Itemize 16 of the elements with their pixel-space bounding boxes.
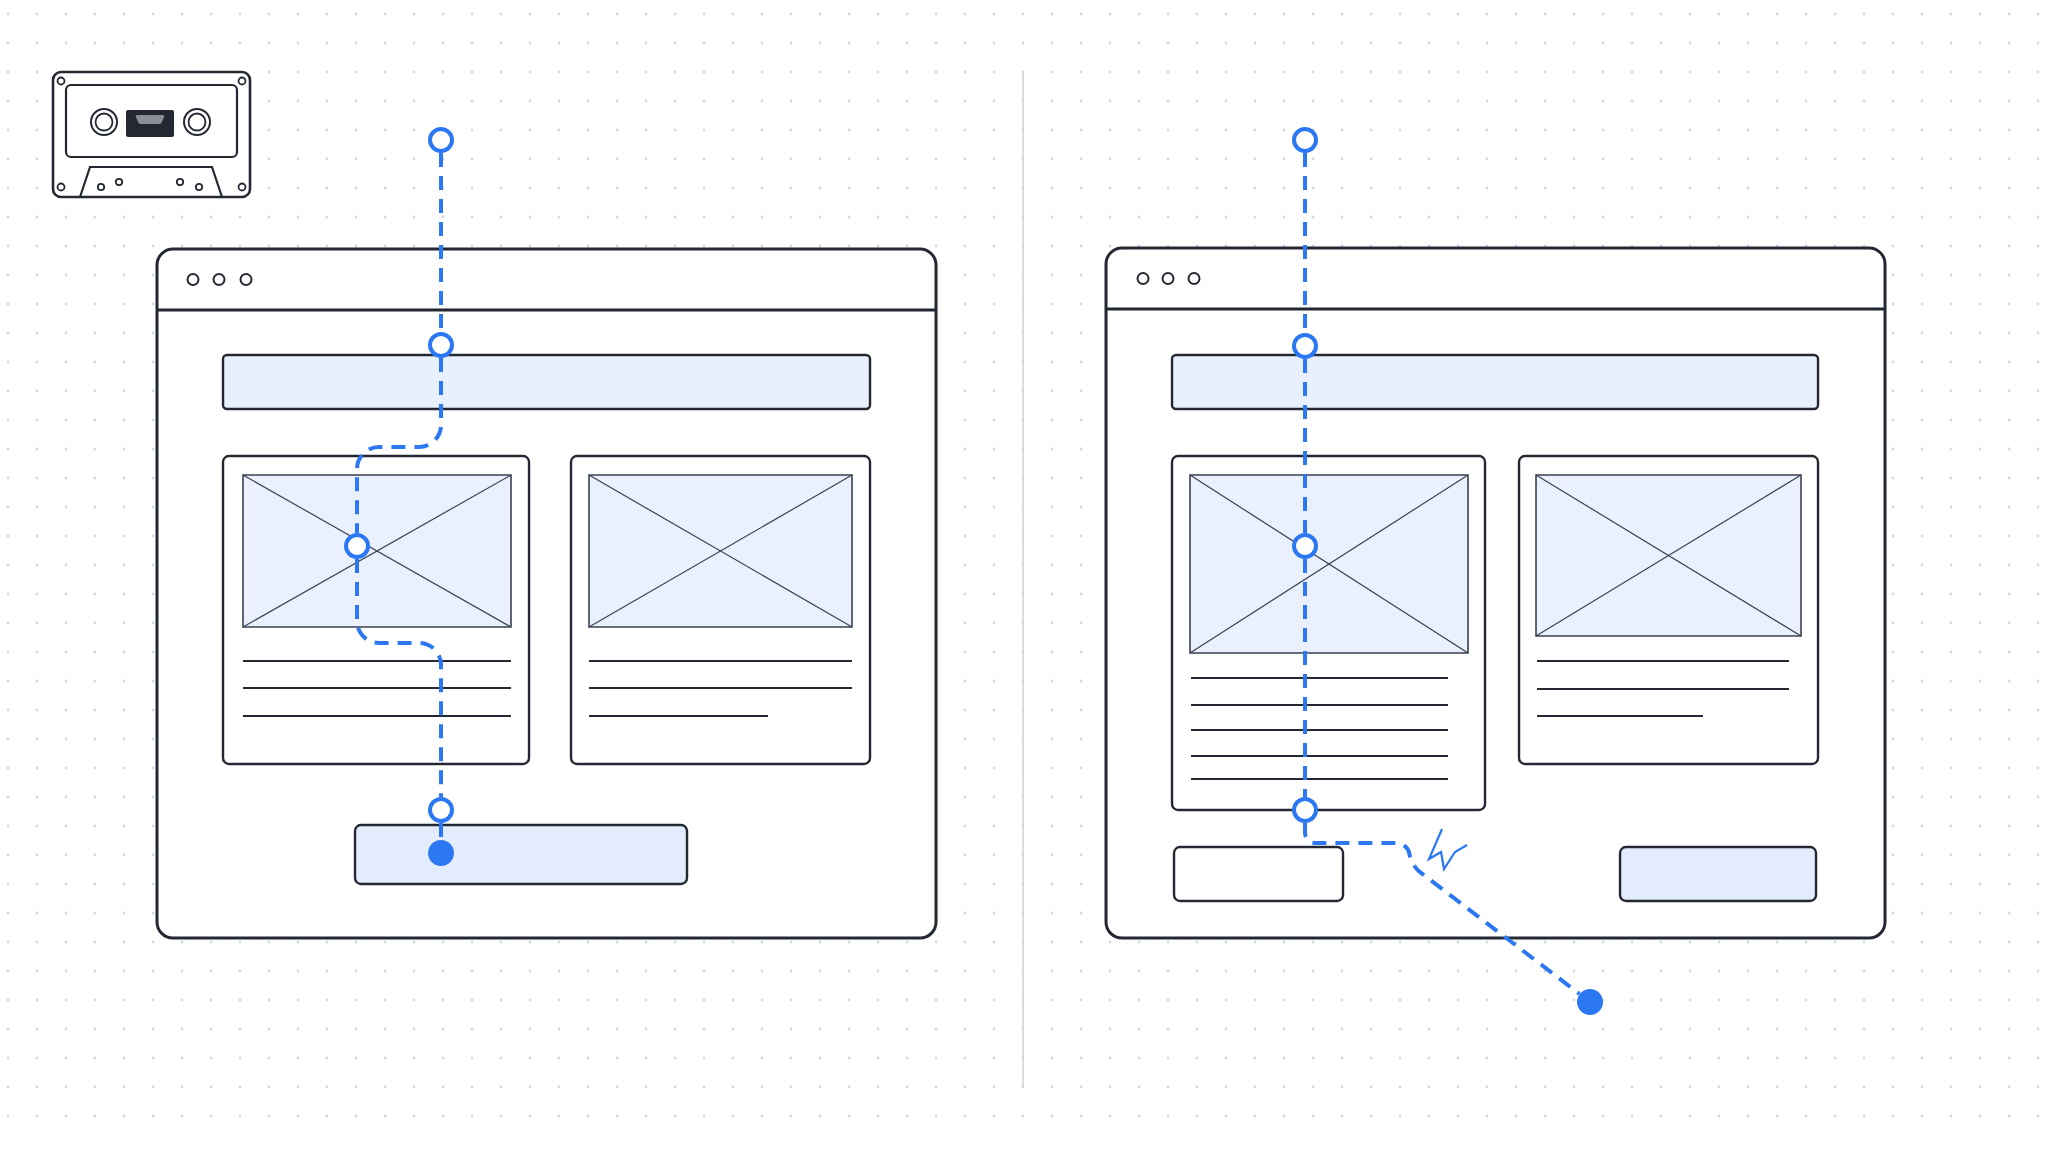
waypoint-circle [1292,333,1318,359]
waypoint-circle [428,332,454,358]
dashed-line [1303,823,1581,996]
dashed-line [439,823,443,840]
waypoint-circle [1292,127,1318,153]
waypoint-circle [1292,797,1318,823]
endpoint-dot [1577,989,1603,1015]
waypoint-circle [428,127,454,153]
dashed-line [355,358,443,533]
waypoint-circle [1292,533,1318,559]
dashed-line [1303,359,1307,533]
dashed-line [355,559,443,797]
endpoint-dot [428,840,454,866]
waypoint-circle [344,533,370,559]
dashed-line [1303,559,1307,797]
waypoint-circle [428,797,454,823]
